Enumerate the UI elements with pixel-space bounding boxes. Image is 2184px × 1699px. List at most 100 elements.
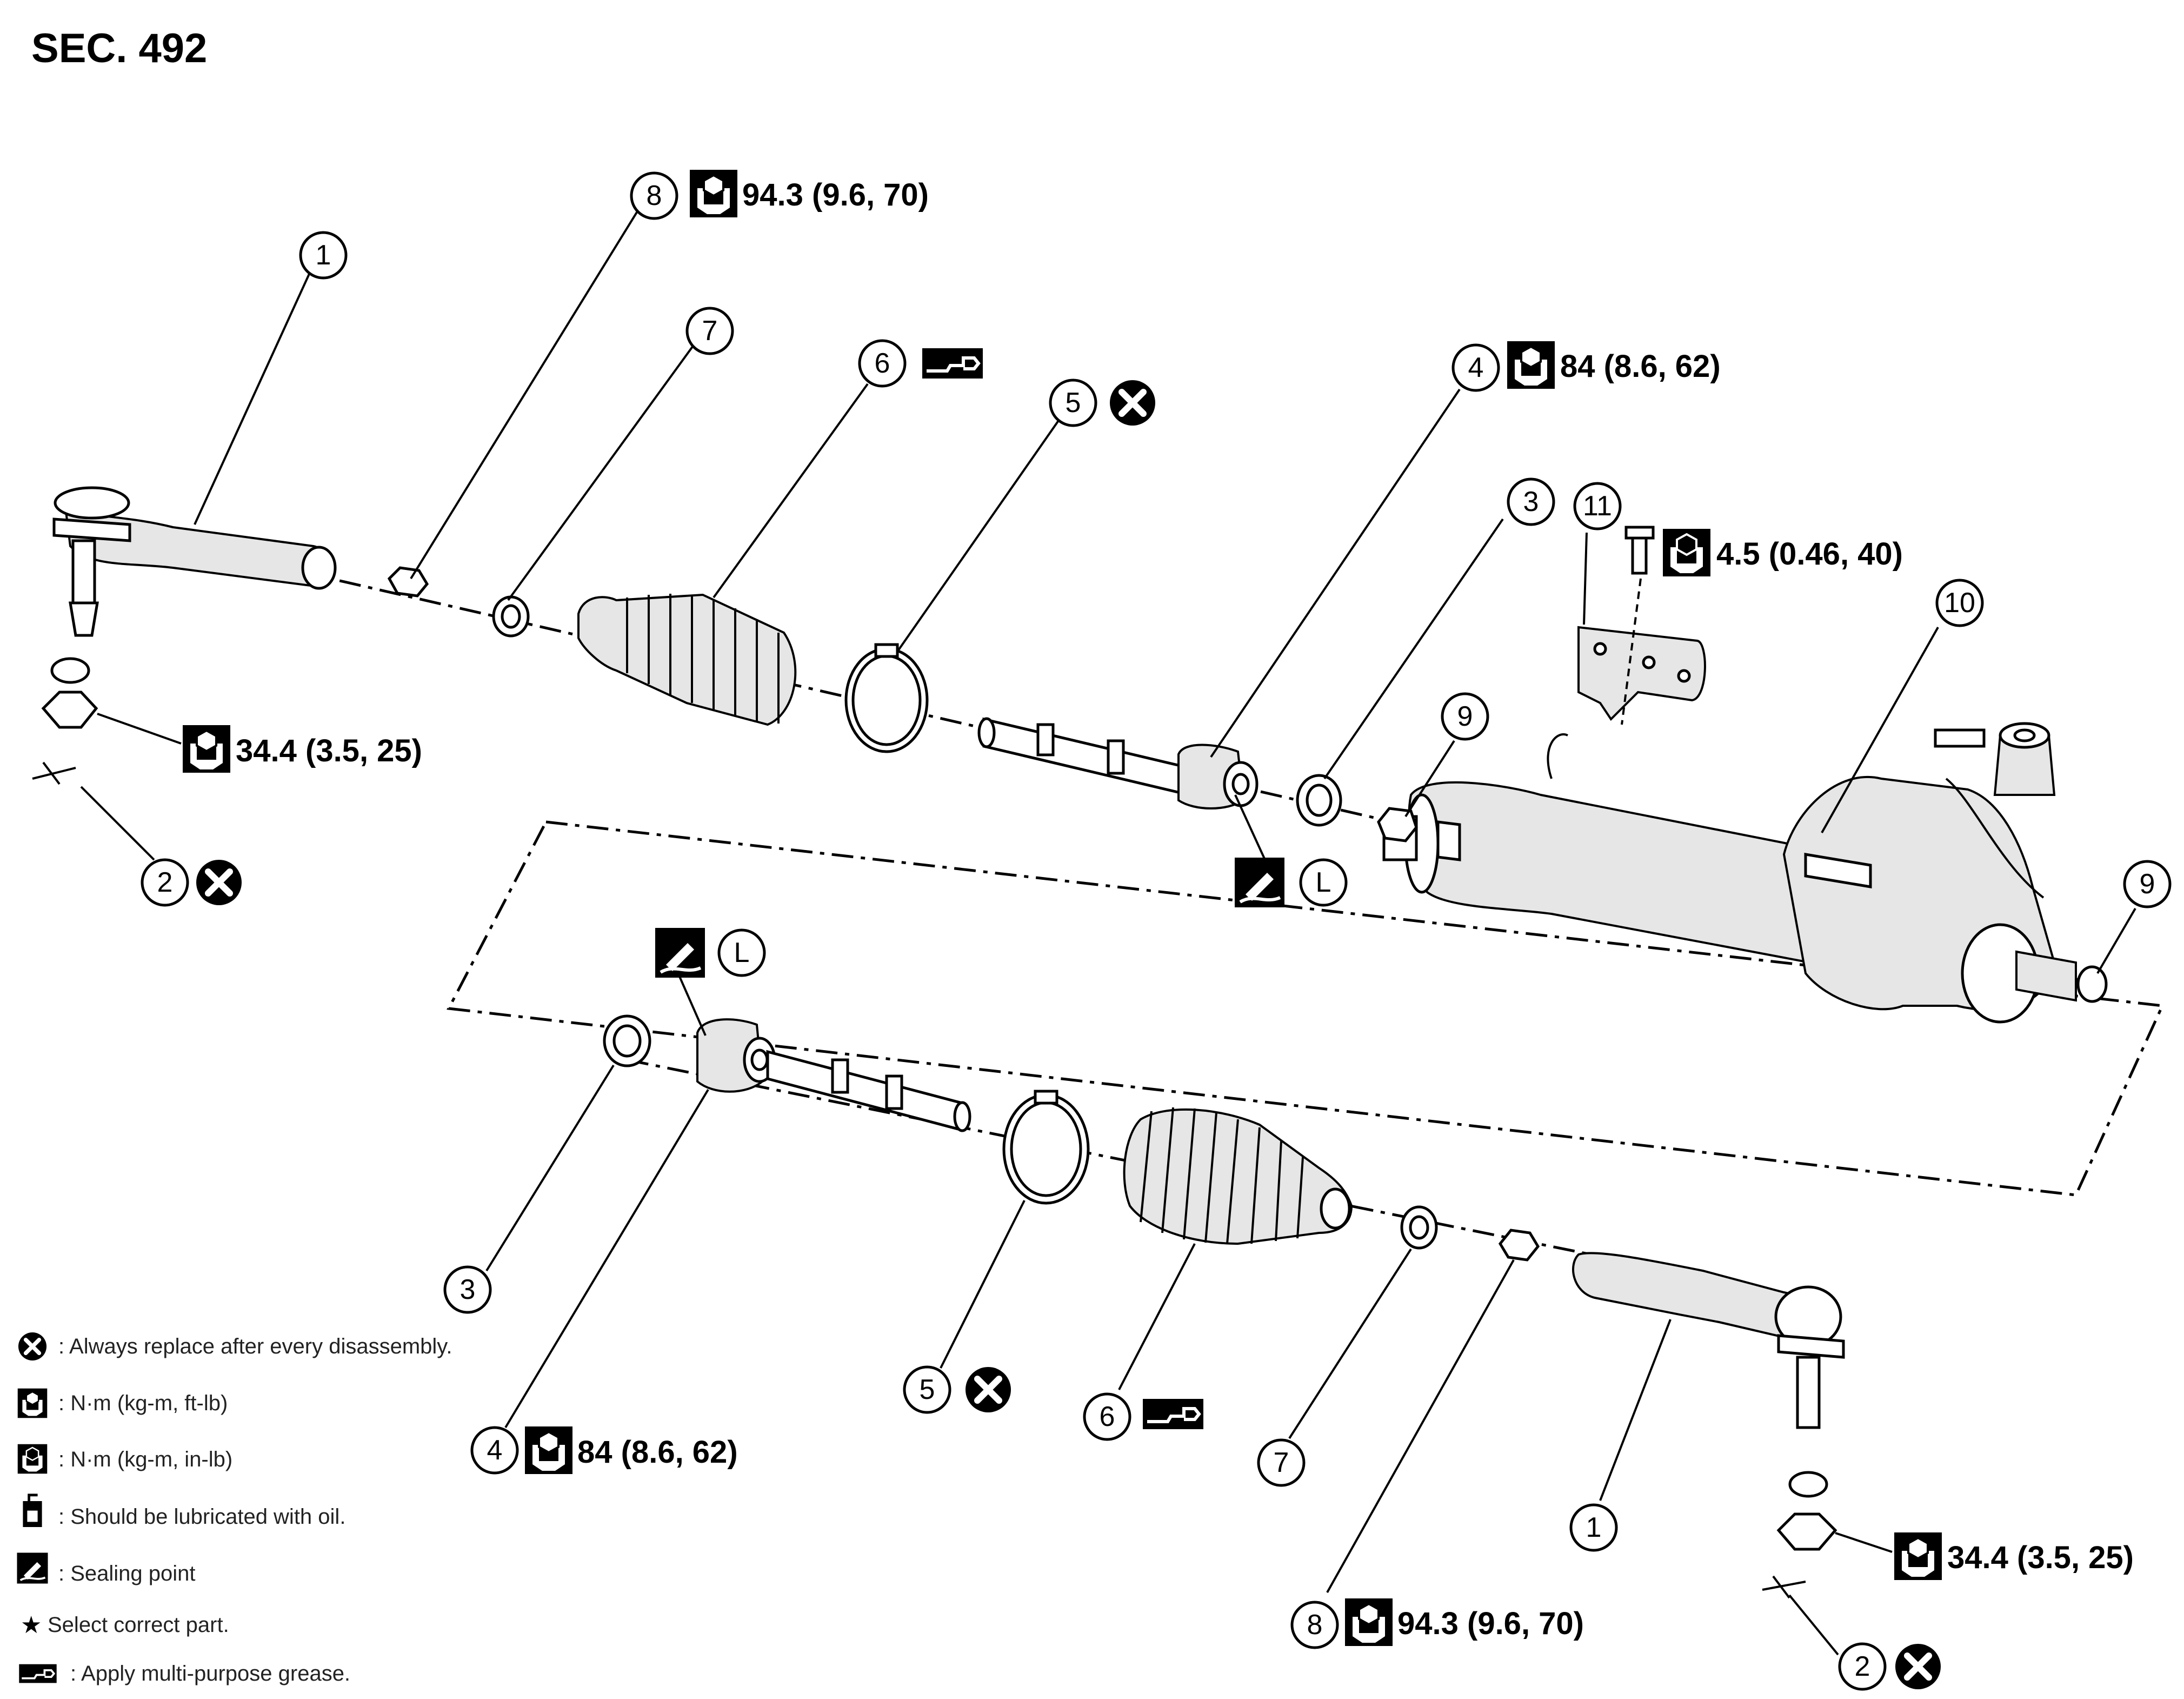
sealant-icon (1235, 858, 1284, 907)
leader-3-bottom (485, 1064, 615, 1272)
leader-torque-nut-bottom (1835, 1532, 1893, 1553)
outer-tie-rod-end-top (32, 486, 337, 785)
callout-number: 8 (1307, 1609, 1323, 1641)
small-boot-clamp-bottom (1400, 1205, 1438, 1250)
seal-letter: L (734, 937, 750, 968)
leader-2-bottom (1788, 1594, 1839, 1656)
callout-number: 8 (647, 180, 662, 211)
leader-6-top (713, 383, 869, 599)
legend-item: : N·m (kg-m, ft-lb) (58, 1391, 228, 1415)
callout-7-top: 7 (685, 307, 734, 355)
leader-4-top (1210, 388, 1461, 758)
seal-letter-circle (717, 928, 766, 977)
boot-top (577, 593, 797, 726)
large-boot-clamp-bottom (1002, 1090, 1090, 1205)
callout-6-top: 6 (858, 339, 907, 388)
callout-1-bottom: 1 (1569, 1503, 1618, 1552)
leader-3-top (1323, 518, 1504, 780)
torque-icon (1893, 1531, 1943, 1581)
washer-top (1296, 774, 1342, 827)
callout-number: 7 (702, 315, 718, 347)
leader-4-bottom (504, 1089, 709, 1429)
callout-number: 4 (1468, 352, 1484, 383)
legend-item: Select correct part. (48, 1613, 229, 1637)
callout-2-top: 2 (141, 858, 189, 907)
callout-number: 11 (1583, 490, 1612, 522)
torque-spec-8-bottom: 94.3 (9.6, 70) (1397, 1606, 1584, 1641)
leader-7-top (507, 331, 704, 601)
callout-number: 6 (1100, 1401, 1115, 1432)
callout-number: 6 (875, 348, 890, 379)
rack-end-nut-left (1377, 807, 1418, 842)
callout-8-top: 8 (630, 171, 678, 220)
leader-6-bottom (1118, 1243, 1196, 1390)
callout-number: 9 (2140, 868, 2155, 900)
callout-8-bottom: 8 (1290, 1601, 1339, 1649)
legend: : Always replace after every disassembly… (16, 1332, 452, 1685)
sealant-icon (655, 928, 705, 978)
callout-number: 1 (316, 240, 331, 271)
callout-number: 10 (1944, 587, 1975, 619)
callout-number: 1 (1586, 1512, 1602, 1543)
replace-x-icon (196, 860, 242, 905)
callout-number: 2 (157, 867, 173, 898)
leader-seal-top (1234, 794, 1266, 860)
leader-2-top (80, 786, 155, 861)
grease-icon (922, 348, 983, 379)
inner-tie-rod-bottom (696, 1018, 971, 1132)
section-label: SEC. 492 (31, 25, 207, 71)
leader-torque-nut-top (97, 713, 182, 745)
callout-number: 5 (1066, 387, 1081, 419)
callout-3-top: 3 (1507, 477, 1555, 526)
seal-letter-circle (1299, 858, 1348, 907)
callout-1-top: 1 (299, 231, 348, 280)
leader-8-top (410, 196, 647, 580)
inner-tie-rod-top (977, 717, 1259, 809)
leader-7-bottom (1288, 1248, 1412, 1439)
lock-nut-top (387, 566, 429, 598)
mounting-bracket (1577, 526, 1706, 725)
leader-1-bottom (1599, 1319, 1672, 1501)
torque-icon (689, 169, 738, 218)
lock-nut-bottom (1498, 1229, 1540, 1262)
small-boot-clamp-top (492, 595, 530, 638)
torque-spec-nut-top: 34.4 (3.5, 25) (236, 733, 422, 768)
leader-8-bottom (1326, 1259, 1515, 1593)
subassembly-frame (447, 820, 2165, 1197)
torque-spec-11: 4.5 (0.46, 40) (1716, 536, 1903, 572)
callout-9-left: 9 (1441, 692, 1489, 741)
callout-5-top: 5 (1049, 379, 1097, 427)
leader-5-bottom (940, 1200, 1026, 1369)
leader-11 (1583, 532, 1588, 625)
torque-spec-4-bottom: 84 (8.6, 62) (577, 1435, 738, 1470)
callout-10: 10 (1935, 579, 1984, 627)
callout-number: 3 (1523, 486, 1539, 517)
callout-number: 4 (487, 1435, 503, 1466)
boot-bottom (1123, 1107, 1353, 1245)
torque-inlb-icon (1662, 528, 1712, 578)
legend-item: : Apply multi-purpose grease. (70, 1662, 350, 1685)
torque-spec-8-top: 94.3 (9.6, 70) (742, 177, 929, 213)
washer-bottom (603, 1014, 651, 1067)
callout-number: 9 (1457, 701, 1473, 732)
callout-number: 5 (920, 1374, 935, 1405)
steering-gear-assembly (1382, 722, 2108, 1024)
legend-item: : N·m (kg-m, in-lb) (58, 1448, 232, 1471)
callout-4-bottom: 4 (470, 1426, 519, 1475)
callout-7-bottom: 7 (1257, 1438, 1306, 1487)
leader-9-right (2096, 907, 2136, 974)
large-boot-clamp-top (844, 643, 929, 753)
torque-spec-nut-bottom: 34.4 (3.5, 25) (1947, 1540, 2134, 1575)
callout-number: 3 (460, 1274, 476, 1305)
star-icon: ★ (21, 1611, 42, 1639)
leader-10 (1821, 627, 1939, 833)
callout-3-bottom: 3 (443, 1265, 492, 1314)
torque-icon (1344, 1597, 1394, 1647)
leader-1-top (194, 270, 312, 525)
leader-5-top (896, 418, 1061, 653)
outer-tie-rod-end-bottom (1572, 1252, 1845, 1599)
legend-item: : Should be lubricated with oil. (58, 1505, 345, 1529)
callout-9-right: 9 (2123, 860, 2172, 908)
grease-icon (1143, 1399, 1203, 1429)
